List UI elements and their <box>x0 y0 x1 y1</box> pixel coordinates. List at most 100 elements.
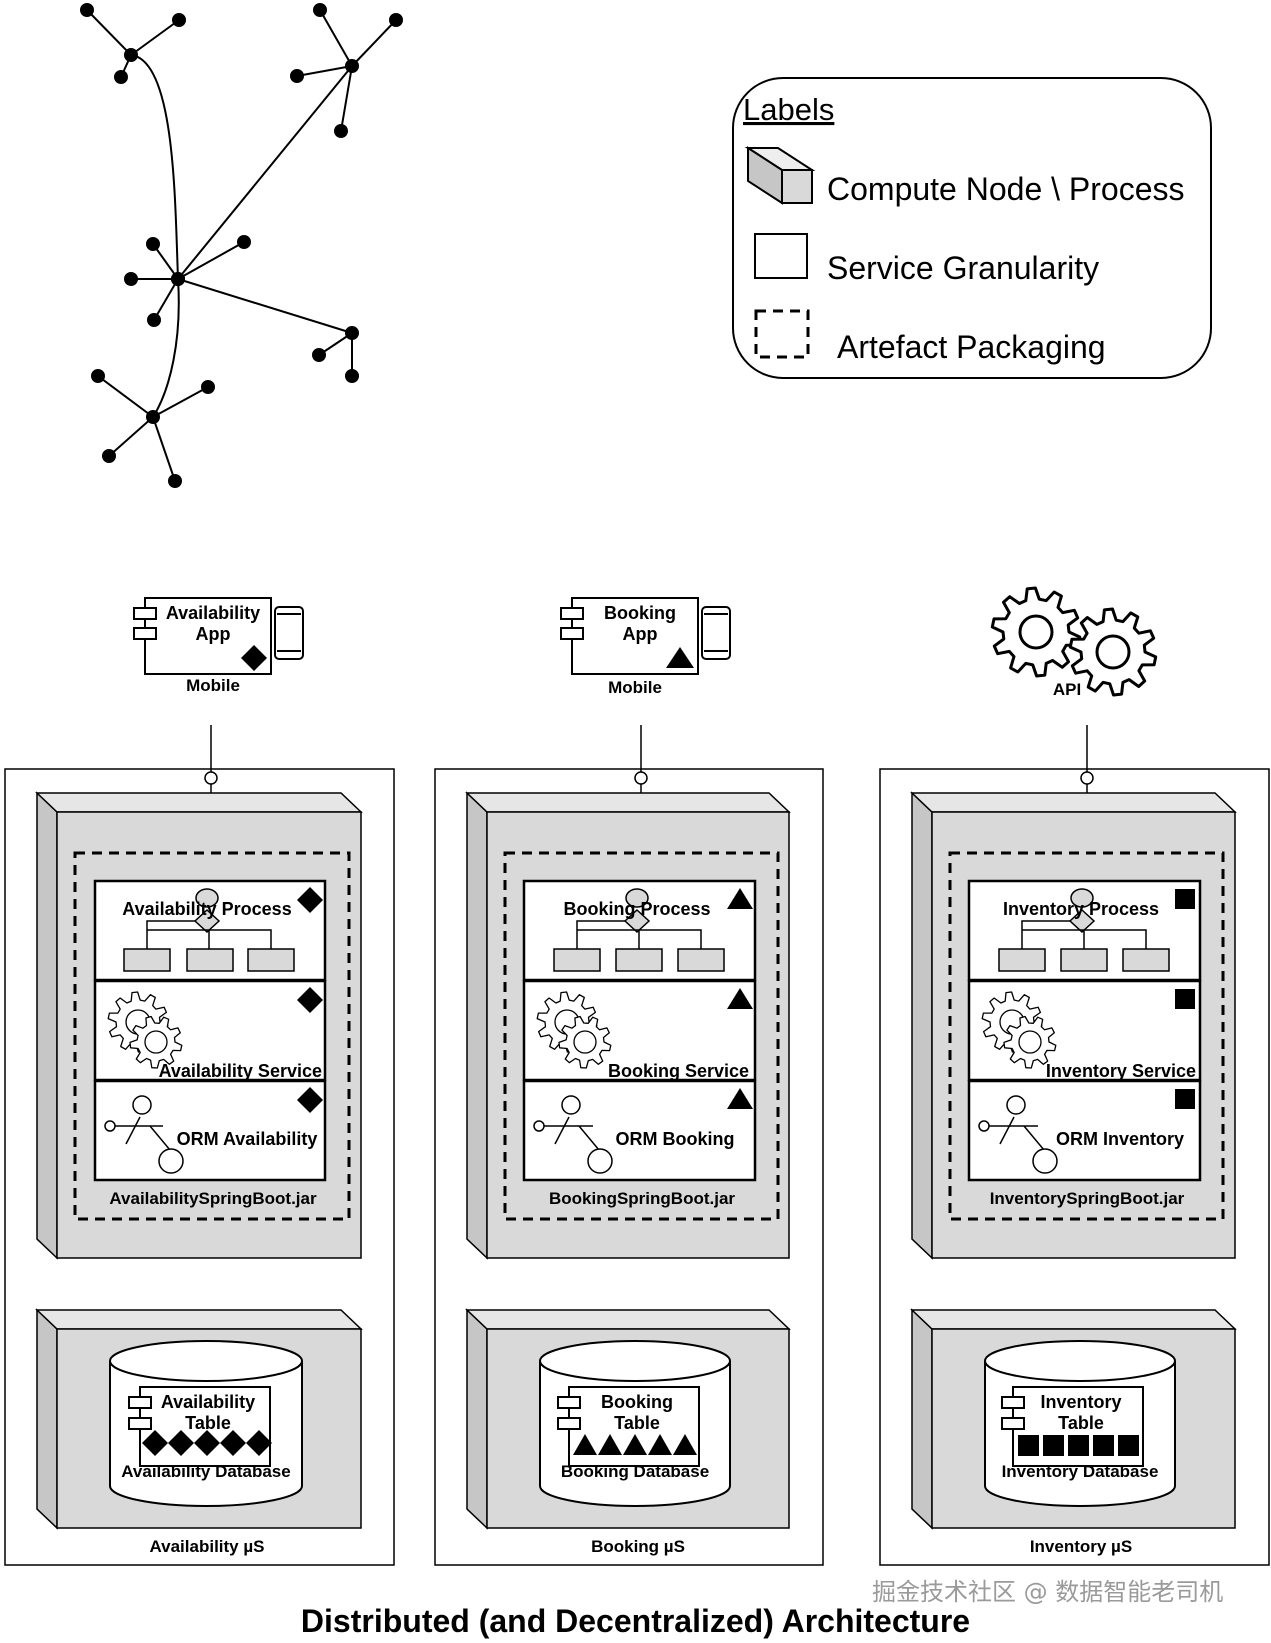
process-label: Inventory Process <box>1003 899 1159 919</box>
compute-node-box-icon <box>744 146 816 205</box>
database-label: Booking Database <box>561 1462 709 1481</box>
component-port-icon <box>560 627 584 640</box>
mobile-phone-icon <box>701 606 731 660</box>
interface-socket-icon <box>204 771 218 785</box>
process-step-box <box>615 948 663 972</box>
column-availability: Availability App Mobile <box>4 597 395 1566</box>
database-label: Inventory Database <box>1002 1462 1159 1481</box>
decision-icon <box>623 908 651 934</box>
column-booking: Booking App Mobile Bo <box>434 597 824 1566</box>
orm-label: ORM Inventory <box>1056 1129 1184 1149</box>
microservice-boundary <box>434 768 824 1566</box>
component-port-icon <box>133 607 157 620</box>
component-port-icon <box>128 1417 152 1430</box>
diamond-marker-icon <box>241 645 267 671</box>
diamond-marker-icon <box>297 987 323 1013</box>
mobile-phone-icon <box>274 606 304 660</box>
client-caption: API <box>1053 680 1081 699</box>
orm-layer: ORM Inventory <box>967 1079 1202 1182</box>
orm-mapping-icon <box>104 1095 184 1174</box>
table-component: Availability Table <box>128 1386 272 1467</box>
table-name-line1: Booking <box>601 1392 673 1412</box>
orm-mapping-icon <box>978 1095 1058 1174</box>
triangle-marker-icon <box>727 1088 753 1109</box>
process-step-box <box>553 948 601 972</box>
process-start-icon <box>625 888 649 908</box>
process-start-icon <box>195 888 219 908</box>
table-component: Booking Table <box>557 1386 700 1467</box>
diamond-row-icon <box>142 1430 272 1456</box>
legend-label-compute-node: Compute Node \ Process <box>827 171 1185 207</box>
process-label: Availability Process <box>122 899 291 919</box>
table-component: Inventory Table <box>1001 1386 1144 1467</box>
client-name-line2: App <box>623 624 658 644</box>
api-client: API <box>990 586 1158 699</box>
microservice-label: Inventory µS <box>1030 1537 1132 1556</box>
service-layer: Availability Service <box>93 979 327 1082</box>
decision-icon <box>1068 908 1096 934</box>
orm-label: ORM Booking <box>616 1129 735 1149</box>
dashed-rectangle-icon <box>754 309 810 359</box>
service-layer: Booking Service <box>522 979 757 1082</box>
component-port-icon <box>557 1417 581 1430</box>
client-caption: Mobile <box>186 676 240 695</box>
jar-label: BookingSpringBoot.jar <box>549 1189 735 1208</box>
process-step-box <box>677 948 725 972</box>
column-inventory: API Inventory Process Inventory Service <box>879 586 1270 1566</box>
legend-title: Labels <box>743 92 834 127</box>
interface-socket-icon <box>634 771 648 785</box>
process-step-box <box>123 948 171 972</box>
component-port-icon <box>133 627 157 640</box>
process-layer: Inventory Process <box>967 879 1202 982</box>
orm-label: ORM Availability <box>177 1129 318 1149</box>
process-step-box <box>186 948 234 972</box>
triangle-row-icon <box>573 1434 697 1455</box>
component-port-icon <box>128 1396 152 1409</box>
triangle-marker-icon <box>727 988 753 1009</box>
client-name-line1: Booking <box>604 603 676 623</box>
artefact-packaging-frame <box>948 851 1225 1221</box>
artefact-packaging-frame <box>73 851 351 1221</box>
watermark-text: 掘金技术社区 @ 数据智能老司机 <box>872 1578 1224 1606</box>
orm-layer: ORM Booking <box>522 1079 757 1182</box>
component-port-icon <box>557 1396 581 1409</box>
service-label: Inventory Service <box>1046 1061 1196 1081</box>
legend-label-artefact-packaging: Artefact Packaging <box>837 329 1106 365</box>
gear-icon <box>536 991 612 1069</box>
triangle-marker-icon <box>727 888 753 909</box>
process-step-box <box>998 948 1046 972</box>
service-label: Booking Service <box>608 1061 749 1081</box>
square-marker-icon <box>1175 989 1195 1009</box>
decision-icon <box>193 908 221 934</box>
process-step-box <box>1060 948 1108 972</box>
diamond-marker-icon <box>297 887 323 913</box>
client-name-line2: App <box>196 624 231 644</box>
diagram-title: Distributed (and Decentralized) Architec… <box>300 1603 971 1639</box>
legend-frame <box>732 77 1212 379</box>
solid-rectangle-icon <box>754 233 808 279</box>
table-name-line2: Table <box>614 1413 660 1433</box>
legend: Labels Compute Node \ Process Service Gr… <box>732 77 1212 379</box>
jar-label: InventorySpringBoot.jar <box>990 1189 1185 1208</box>
microservice-boundary <box>879 768 1270 1566</box>
microservice-boundary <box>4 768 395 1566</box>
component-port-icon <box>1001 1396 1025 1409</box>
client-name-line1: Availability <box>166 603 260 623</box>
service-label: Availability Service <box>159 1061 322 1081</box>
gear-icon <box>981 991 1057 1069</box>
square-row-icon <box>1018 1435 1139 1456</box>
process-step-box <box>1122 948 1170 972</box>
service-layer: Inventory Service <box>967 979 1202 1082</box>
process-label: Booking Process <box>563 899 710 919</box>
table-name-line2: Table <box>185 1413 231 1433</box>
process-step-box <box>247 948 295 972</box>
process-start-icon <box>1070 888 1094 908</box>
microservice-label: Availability µS <box>150 1537 265 1556</box>
jar-label: AvailabilitySpringBoot.jar <box>109 1189 317 1208</box>
diamond-marker-icon <box>297 1087 323 1113</box>
interface-socket-icon <box>1080 771 1094 785</box>
table-name-line2: Table <box>1058 1413 1104 1433</box>
api-gears-icon <box>990 586 1158 697</box>
artefact-packaging-frame <box>503 851 780 1221</box>
component-port-icon <box>560 607 584 620</box>
